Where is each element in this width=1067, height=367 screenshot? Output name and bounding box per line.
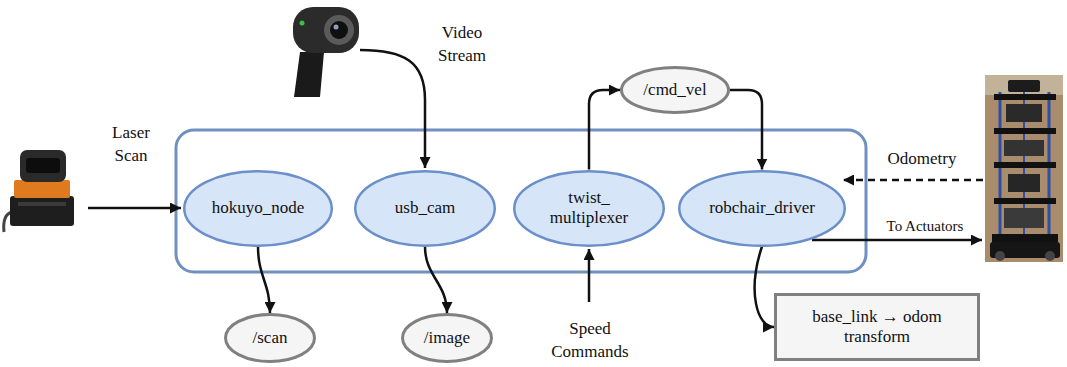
node-label: robchair_driver [709,198,815,218]
scanner-band [14,180,70,198]
ellipse-shape [622,68,729,113]
ellipse-shape [679,171,845,246]
signal-arrow [88,207,181,210]
signal-arrow [588,249,591,302]
ros-node-ellipse: hokuyo_node [183,170,333,247]
robot-plate [992,234,1058,242]
webcam-lens-ring [324,15,354,45]
robot-picture [985,75,1063,262]
robot-plate [994,198,1056,204]
connector-arrow [258,247,270,314]
robot-part [1008,174,1040,192]
topic-ellipse: /cmd_vel [620,66,730,114]
signal-label: Odometry [888,148,957,171]
connector-arrow [730,90,762,170]
ellipse-shape [184,171,332,246]
robot-part [1004,140,1044,156]
transform-box: base_link → odom transform [774,293,980,361]
scanner-head [20,150,66,182]
robot-part [1006,104,1042,122]
connector-arrow [755,247,774,328]
scanner-detail [18,202,66,206]
webcam-body [293,7,359,53]
output-arrow [812,239,982,242]
node-label: /cmd_vel [643,80,706,100]
robot-plate [994,162,1056,168]
laser-scanner-picture [4,150,74,232]
ros-node-ellipse: usb_cam [354,170,496,247]
scanner-base [10,196,74,226]
ros-node-ellipse: twist_ multiplexer [513,170,665,247]
node-label: usb_cam [395,198,455,218]
scanner-window [26,158,60,173]
webcam-lens [330,21,348,39]
ros-node-ellipse: robchair_driver [678,170,846,247]
photo-background [985,75,1063,262]
connector-arrow [425,247,447,314]
signal-label: Video Stream [438,22,486,68]
lens-glint [334,25,339,30]
robot-part [1004,208,1044,228]
ellipse-shape [226,315,315,362]
signal-arrow [360,50,425,168]
webcam-led [300,21,305,26]
node-label: /scan [253,328,288,348]
topic-ellipse: /scan [224,313,316,363]
ellipse-shape [355,171,495,246]
node-label: base_link → odom transform [788,307,966,348]
signal-label: Laser Scan [112,122,150,168]
node-label: hokuyo_node [212,198,305,218]
node-label: /image [424,328,470,348]
ellipse-shape [403,315,492,362]
robot-plate [994,94,1056,100]
webcam-stand [294,52,324,97]
signal-label: Speed Commands [551,318,628,364]
robot-top [1008,80,1040,92]
connector-arrow [589,90,620,170]
node-label: twist_ multiplexer [539,188,639,229]
ellipse-shape [514,171,664,246]
robot-wheel [995,251,1005,261]
signal-label: To Actuators [887,216,964,236]
topic-ellipse: /image [401,313,493,363]
robot-plate [994,128,1056,134]
webcam-picture [293,7,359,97]
feedback-arrow [843,179,983,182]
robot-wheel [1045,251,1055,261]
